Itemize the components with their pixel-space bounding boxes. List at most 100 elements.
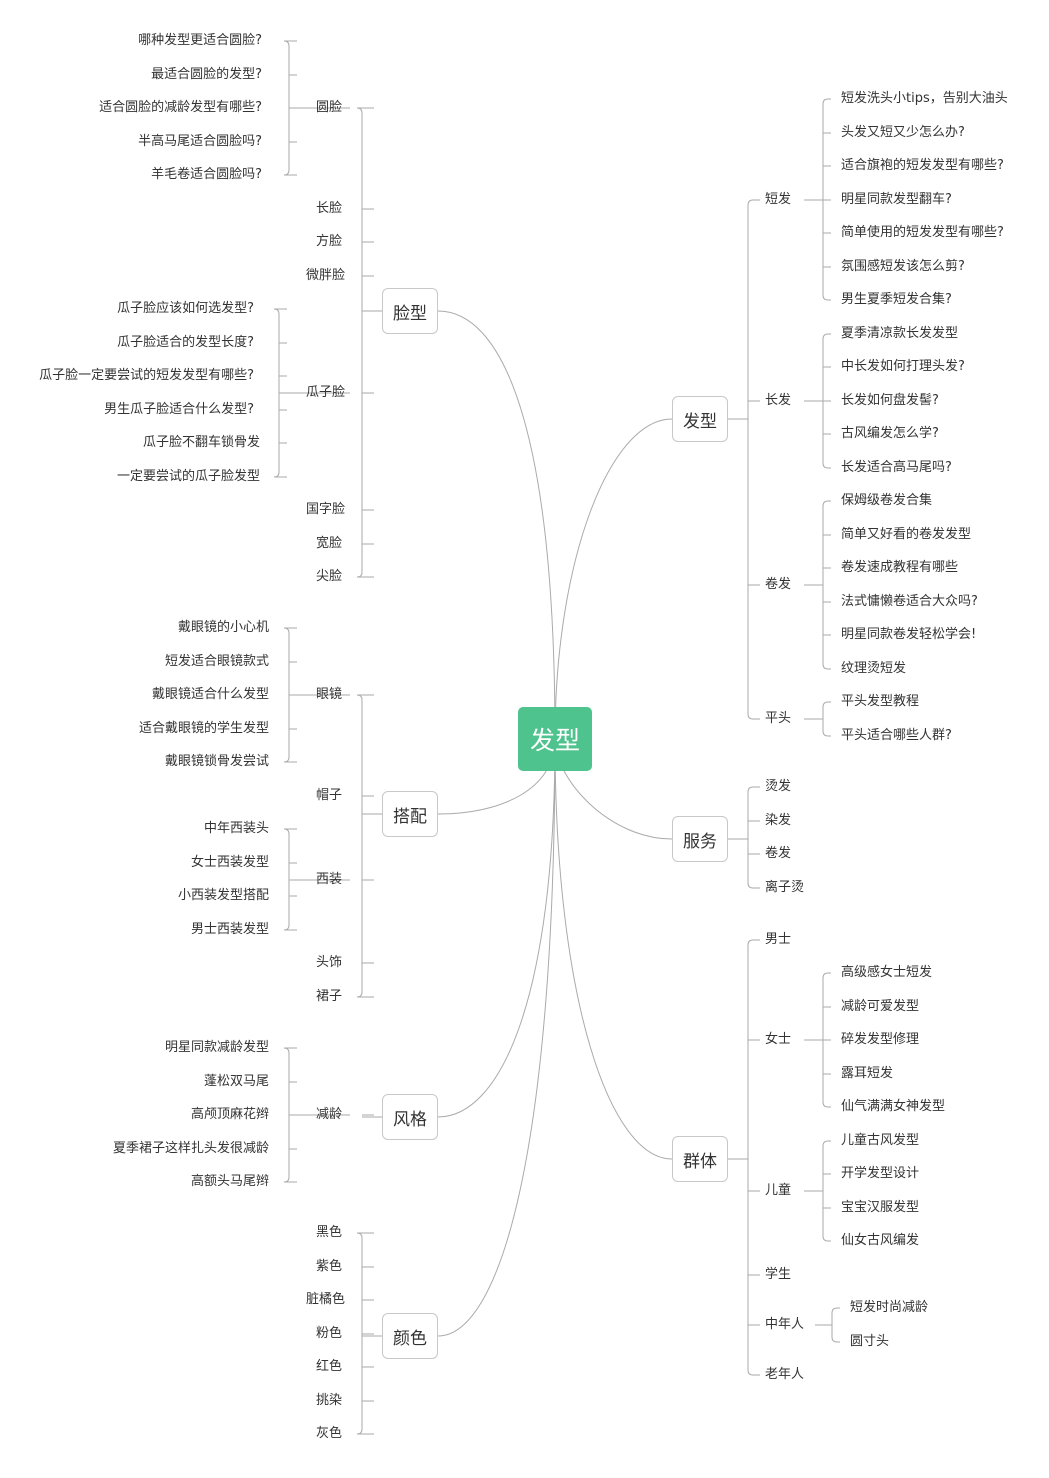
- glasses-leaf[interactable]: 戴眼镜锁骨发尝试: [164, 754, 269, 769]
- color-item[interactable]: 脏橘色: [305, 1292, 345, 1307]
- middle-leaf[interactable]: 短发时尚减龄: [850, 1300, 929, 1315]
- hairstyle-long[interactable]: 长发: [765, 393, 792, 408]
- group-middle[interactable]: 中年人: [765, 1317, 805, 1332]
- topic-face[interactable]: 脸型: [382, 288, 438, 334]
- match-skirt[interactable]: 裙子: [315, 989, 342, 1004]
- group-elder[interactable]: 老年人: [765, 1367, 805, 1382]
- short-leaf[interactable]: 明星同款发型翻车?: [841, 192, 952, 207]
- kids-leaf[interactable]: 儿童古风发型: [841, 1133, 920, 1148]
- glasses-leaf[interactable]: 短发适合眼镜款式: [164, 654, 269, 669]
- glasses-leaf[interactable]: 戴眼镜适合什么发型: [151, 687, 269, 702]
- curly-leaf[interactable]: 纹理烫短发: [841, 661, 907, 676]
- topic-style[interactable]: 风格: [382, 1094, 438, 1140]
- kids-leaf[interactable]: 开学发型设计: [841, 1166, 920, 1181]
- oval-leaf[interactable]: 一定要尝试的瓜子脸发型: [116, 469, 260, 484]
- hairstyle-flat[interactable]: 平头: [765, 711, 792, 726]
- young-leaf[interactable]: 明星同款减龄发型: [164, 1040, 269, 1055]
- suit-leaf[interactable]: 中年西装头: [203, 821, 269, 836]
- service-item[interactable]: 烫发: [765, 779, 792, 794]
- women-leaf[interactable]: 减龄可爱发型: [841, 999, 920, 1014]
- suit-leaf[interactable]: 女士西装发型: [190, 855, 269, 870]
- short-leaf[interactable]: 短发洗头小tips，告别大油头: [841, 91, 1008, 106]
- middle-leaf[interactable]: 圆寸头: [850, 1334, 890, 1349]
- long-leaf[interactable]: 夏季清凉款长发发型: [841, 326, 959, 341]
- short-leaf[interactable]: 头发又短又少怎么办?: [841, 125, 965, 140]
- service-item[interactable]: 卷发: [765, 846, 792, 861]
- match-glasses[interactable]: 眼镜: [315, 687, 342, 702]
- long-leaf[interactable]: 古风编发怎么学?: [841, 426, 939, 441]
- suit-leaf[interactable]: 男士西装发型: [190, 922, 269, 937]
- topic-color[interactable]: 颜色: [382, 1313, 438, 1359]
- topic-match[interactable]: 搭配: [382, 791, 438, 837]
- young-leaf[interactable]: 高颅顶麻花辫: [190, 1107, 269, 1122]
- face-pointed[interactable]: 尖脸: [315, 569, 342, 584]
- match-suit[interactable]: 西装: [315, 872, 342, 887]
- color-item[interactable]: 黑色: [315, 1225, 342, 1240]
- short-leaf[interactable]: 男生夏季短发合集?: [841, 292, 952, 307]
- face-oval[interactable]: 瓜子脸: [305, 385, 345, 400]
- group-student[interactable]: 学生: [765, 1267, 792, 1282]
- short-leaf[interactable]: 氛围感短发该怎么剪?: [841, 259, 965, 274]
- kids-leaf[interactable]: 宝宝汉服发型: [841, 1200, 920, 1215]
- short-leaf[interactable]: 适合旗袍的短发发型有哪些?: [841, 158, 1004, 173]
- long-leaf[interactable]: 中长发如何打理头发?: [841, 359, 965, 374]
- oval-leaf[interactable]: 男生瓜子脸适合什么发型?: [104, 402, 254, 417]
- color-item[interactable]: 粉色: [315, 1326, 342, 1341]
- group-women[interactable]: 女士: [765, 1032, 792, 1047]
- women-leaf[interactable]: 碎发发型修理: [841, 1032, 920, 1047]
- flat-leaf[interactable]: 平头适合哪些人群?: [841, 728, 952, 743]
- young-leaf[interactable]: 高额头马尾辫: [190, 1174, 269, 1189]
- color-item[interactable]: 挑染: [315, 1393, 342, 1408]
- topic-hairstyle[interactable]: 发型: [672, 396, 728, 442]
- face-long[interactable]: 长脸: [315, 201, 342, 216]
- oval-leaf[interactable]: 瓜子脸不翻车锁骨发: [142, 435, 260, 450]
- round-leaf[interactable]: 最适合圆脸的发型?: [151, 67, 262, 82]
- round-leaf[interactable]: 半高马尾适合圆脸吗?: [138, 134, 262, 149]
- match-headwear[interactable]: 头饰: [315, 955, 342, 970]
- topic-service[interactable]: 服务: [672, 816, 728, 862]
- topic-group[interactable]: 群体: [672, 1136, 728, 1182]
- short-leaf[interactable]: 简单使用的短发发型有哪些?: [841, 225, 1004, 240]
- curly-leaf[interactable]: 法式慵懒卷适合大众吗?: [841, 594, 978, 609]
- hairstyle-curly[interactable]: 卷发: [765, 577, 792, 592]
- curly-leaf[interactable]: 简单又好看的卷发发型: [841, 527, 972, 542]
- suit-leaf[interactable]: 小西装发型搭配: [177, 888, 269, 903]
- match-hat[interactable]: 帽子: [315, 788, 342, 803]
- service-item[interactable]: 染发: [765, 813, 792, 828]
- service-item[interactable]: 离子烫: [765, 880, 805, 895]
- young-leaf[interactable]: 夏季裙子这样扎头发很减龄: [112, 1141, 269, 1156]
- face-guozi[interactable]: 国字脸: [305, 502, 345, 517]
- face-wide[interactable]: 宽脸: [315, 536, 342, 551]
- color-item[interactable]: 红色: [315, 1359, 342, 1374]
- group-men[interactable]: 男士: [765, 932, 792, 947]
- glasses-leaf[interactable]: 适合戴眼镜的学生发型: [138, 721, 269, 736]
- long-leaf[interactable]: 长发适合高马尾吗?: [841, 460, 952, 475]
- hairstyle-short[interactable]: 短发: [765, 192, 792, 207]
- color-item[interactable]: 灰色: [315, 1426, 342, 1441]
- oval-leaf[interactable]: 瓜子脸适合的发型长度?: [117, 335, 254, 350]
- young-leaf[interactable]: 蓬松双马尾: [203, 1074, 269, 1089]
- round-leaf[interactable]: 哪种发型更适合圆脸?: [138, 33, 262, 48]
- curly-leaf[interactable]: 保姆级卷发合集: [841, 493, 933, 508]
- color-item[interactable]: 紫色: [315, 1259, 342, 1274]
- face-square[interactable]: 方脸: [315, 234, 342, 249]
- style-young[interactable]: 减龄: [315, 1107, 342, 1122]
- face-round[interactable]: 圆脸: [315, 100, 342, 115]
- glasses-leaf[interactable]: 戴眼镜的小心机: [177, 620, 269, 635]
- face-chubby[interactable]: 微胖脸: [305, 268, 345, 283]
- root-node[interactable]: 发型: [518, 707, 592, 771]
- long-leaf[interactable]: 长发如何盘发髻?: [841, 393, 939, 408]
- curly-leaf[interactable]: 卷发速成教程有哪些: [841, 560, 959, 575]
- round-leaf[interactable]: 羊毛卷适合圆脸吗?: [151, 167, 262, 182]
- oval-leaf[interactable]: 瓜子脸应该如何选发型?: [117, 301, 254, 316]
- women-leaf[interactable]: 仙气满满女神发型: [841, 1099, 946, 1114]
- round-leaf[interactable]: 适合圆脸的减龄发型有哪些?: [99, 100, 262, 115]
- women-leaf[interactable]: 高级感女士短发: [841, 965, 933, 980]
- curly-leaf[interactable]: 明星同款卷发轻松学会!: [841, 627, 977, 642]
- oval-leaf[interactable]: 瓜子脸一定要尝试的短发发型有哪些?: [39, 368, 254, 383]
- kids-leaf[interactable]: 仙女古风编发: [841, 1233, 920, 1248]
- women-leaf[interactable]: 露耳短发: [841, 1066, 894, 1081]
- connector-line: [283, 756, 297, 763]
- group-kids[interactable]: 儿童: [765, 1183, 792, 1198]
- flat-leaf[interactable]: 平头发型教程: [841, 694, 920, 709]
